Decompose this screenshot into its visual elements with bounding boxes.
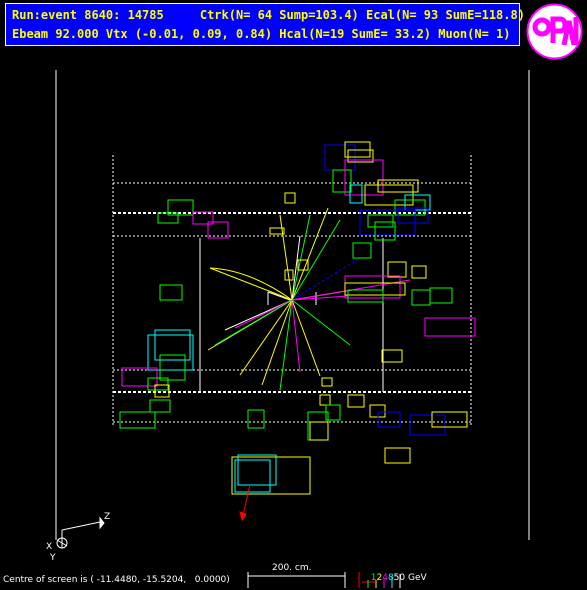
ecal-clusters-lower xyxy=(247,349,468,464)
event-info-header: Run:event 8640: 14785 Ctrk(N= 64 Sump=10… xyxy=(5,3,525,46)
scale-bar xyxy=(247,572,346,588)
energy-value-1: 1 xyxy=(370,573,377,583)
energy-legend: 124850 GeV xyxy=(365,563,427,583)
energy-scale-bars xyxy=(358,572,401,588)
axis-indicator-icon xyxy=(56,516,105,549)
jet-chamber xyxy=(199,238,384,392)
energy-value-8: 8 xyxy=(387,573,394,583)
ecal-clusters-left xyxy=(119,199,229,429)
ecal-clusters-upper xyxy=(269,141,476,337)
energy-value-50: 50 GeV xyxy=(393,573,427,583)
energy-value-4: 4 xyxy=(382,573,388,583)
axis-y-label: Y xyxy=(50,553,56,563)
event-info-row-1: Run:event 8640: 14785 Ctrk(N= 64 Sump=10… xyxy=(12,8,525,22)
muon-track xyxy=(239,484,251,522)
axis-z-label: Z xyxy=(104,512,111,522)
scale-label: 200. cm. xyxy=(272,563,312,573)
forward-detector xyxy=(231,454,311,495)
tracks xyxy=(207,207,411,391)
detector-dashed-frame xyxy=(112,155,472,425)
opal-logo xyxy=(526,3,583,60)
event-info-row-2: Ebeam 92.000 Vtx (-0.01, 0.09, 0.84) Hca… xyxy=(12,27,511,41)
screen-centre-text: Centre of screen is ( -11.4480, -15.5204… xyxy=(3,575,230,585)
axis-x-label: X xyxy=(46,542,53,552)
energy-value-2: 2 xyxy=(376,573,383,583)
